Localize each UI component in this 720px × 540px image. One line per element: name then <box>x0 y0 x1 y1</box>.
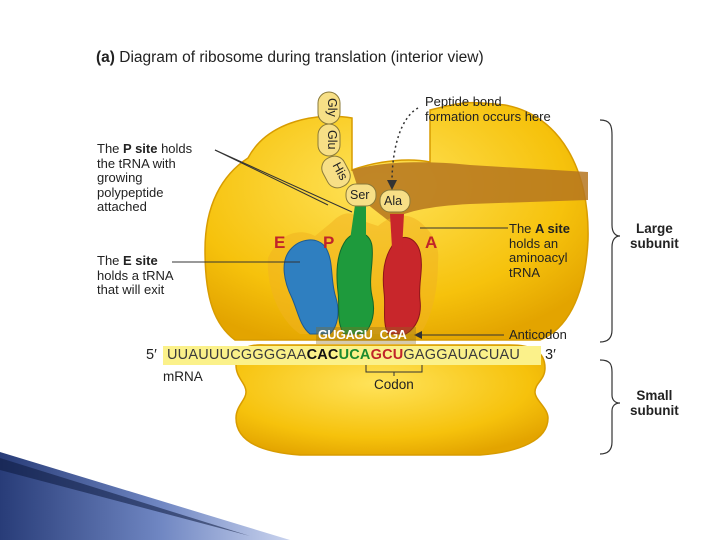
anticodon-sequence: GUGAGU CGA <box>318 328 407 343</box>
a-site-label: The A site holds an aminoacyl tRNA <box>509 222 570 280</box>
large-subunit-line-1: Large <box>630 221 679 236</box>
aa-label-gly: Gly <box>325 98 339 117</box>
codon-label: Codon <box>374 378 414 393</box>
small-subunit-label: Small subunit <box>630 388 679 418</box>
title-prefix: (a) <box>96 49 115 66</box>
p-site-post: holds <box>157 141 192 156</box>
small-subunit-bracket <box>600 360 620 454</box>
mrna-trailer: GAGGAUACUAU <box>403 347 520 363</box>
p-site-line-1: The P site holds <box>97 142 192 157</box>
a-site-bold: A site <box>535 221 570 236</box>
mrna-codon-a: GCU <box>371 347 404 363</box>
aa-label-glu: Glu <box>325 130 339 149</box>
large-subunit-bracket <box>600 120 620 342</box>
anticodon-a: CGA <box>380 328 407 342</box>
three-prime-label: 3′ <box>545 348 556 363</box>
a-site-line-3: aminoacyl <box>509 251 570 266</box>
anticodon-label: Anticodon <box>509 328 567 343</box>
p-site-line-4: polypeptide <box>97 186 192 201</box>
a-site-pre: The <box>509 221 535 236</box>
mrna-codon-e: CAC <box>307 347 339 363</box>
a-site-line-1: The A site <box>509 222 570 237</box>
a-site-trna <box>383 237 421 334</box>
mrna-leader: UUAUUUCGGGGAA <box>167 347 307 363</box>
e-site-label: The E site holds a tRNA that will exit <box>97 254 174 298</box>
large-subunit-label: Large subunit <box>630 221 679 251</box>
small-subunit-line-2: subunit <box>630 403 679 418</box>
p-site-pre: The <box>97 141 123 156</box>
p-site-label: The P site holds the tRNA with growing p… <box>97 142 192 215</box>
e-site-line-2: holds a tRNA <box>97 269 174 284</box>
p-site-line-3: growing <box>97 171 192 186</box>
e-site-pre: The <box>97 253 123 268</box>
aa-label-ala: Ala <box>384 194 402 208</box>
anticodon-p: AGU <box>346 328 373 342</box>
diagram-title: (a) Diagram of ribosome during translati… <box>96 49 484 67</box>
mrna-codon-p: UCA <box>339 347 371 363</box>
mrna-sequence: UUAUUUCGGGGAACACUCAGCUGAGGAUACUAU <box>163 346 541 365</box>
site-letter-p: P <box>323 233 334 253</box>
five-prime-label: 5′ <box>146 348 157 363</box>
p-site-trna <box>337 233 374 334</box>
small-subunit-line-1: Small <box>630 388 679 403</box>
site-letter-e: E <box>274 233 285 253</box>
a-site-trna-stem <box>390 214 404 250</box>
aa-label-ser: Ser <box>350 188 369 202</box>
p-site-line-2: the tRNA with <box>97 157 192 172</box>
anticodon-e: GUG <box>318 328 346 342</box>
e-site-bold: E site <box>123 253 158 268</box>
peptide-bond-line-1: Peptide bond <box>425 95 551 110</box>
p-site-line-5: attached <box>97 200 192 215</box>
peptide-bond-label: Peptide bond formation occurs here <box>425 95 551 124</box>
p-site-bold: P site <box>123 141 157 156</box>
a-site-line-4: tRNA <box>509 266 570 281</box>
mrna-label: mRNA <box>163 370 203 385</box>
site-letter-a: A <box>425 233 437 253</box>
title-text: Diagram of ribosome during translation (… <box>119 49 483 66</box>
e-site-line-1: The E site <box>97 254 174 269</box>
e-site-line-3: that will exit <box>97 283 174 298</box>
a-site-line-2: holds an <box>509 237 570 252</box>
large-subunit-line-2: subunit <box>630 236 679 251</box>
peptide-bond-line-2: formation occurs here <box>425 110 551 125</box>
